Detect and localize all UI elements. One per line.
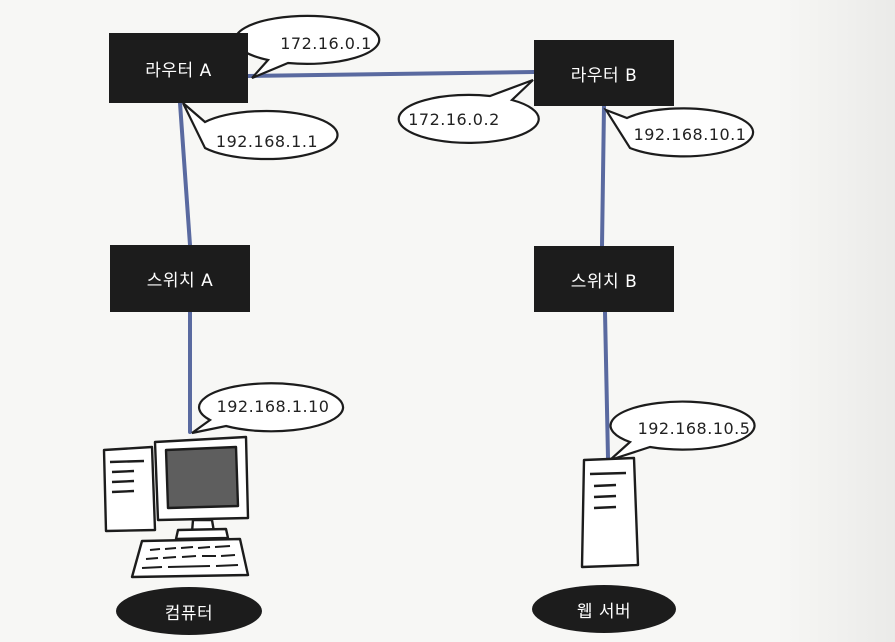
link-switch-b-server <box>603 310 610 460</box>
link-router-b-switch-b <box>600 104 606 248</box>
bubble-router-a-lan <box>182 102 339 161</box>
bubble-router-b-lan <box>603 107 755 158</box>
router-a: 라우터 A <box>109 33 248 103</box>
desktop-computer-icon <box>102 435 250 579</box>
bubble-server-ip <box>609 400 756 462</box>
link-router-a-router-b <box>246 70 536 78</box>
server-tower-icon <box>580 456 640 569</box>
bubble-computer-ip <box>191 382 345 435</box>
switch-b-label: 스위치 B <box>570 271 638 292</box>
web-server-ip: 192.168.10.5 <box>637 418 751 438</box>
router-a-wan-ip: 172.16.0.1 <box>280 33 372 53</box>
router-b-lan-ip: 192.168.10.1 <box>633 124 747 144</box>
computer-label: 컴퓨터 <box>164 603 214 624</box>
link-router-a-switch-a <box>178 101 192 247</box>
server-label-ellipse <box>532 585 676 633</box>
switch-b: 스위치 B <box>534 246 674 312</box>
router-b-label: 라우터 B <box>570 65 638 86</box>
computer-ip: 192.168.1.10 <box>216 396 330 416</box>
router-b-wan-ip: 172.16.0.2 <box>408 109 500 129</box>
web-server-label: 웹 서버 <box>576 601 632 622</box>
computer-label-ellipse <box>116 587 262 635</box>
router-b: 라우터 B <box>534 40 674 106</box>
bubble-router-b-wan <box>397 78 540 144</box>
switch-a-label: 스위치 A <box>146 271 214 291</box>
switch-a: 스위치 A <box>110 245 250 312</box>
router-a-lan-ip: 192.168.1.1 <box>215 131 319 151</box>
router-a-label: 라우터 A <box>145 60 212 81</box>
